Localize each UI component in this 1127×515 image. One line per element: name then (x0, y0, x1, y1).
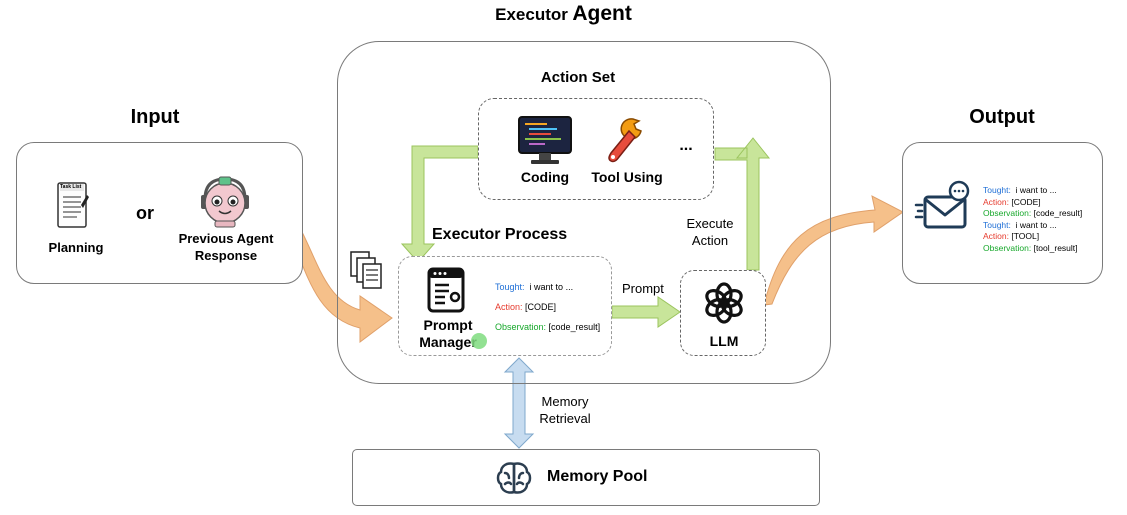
coding-label: Coding (520, 169, 570, 185)
output-line-1: Action: [CODE] (983, 197, 1082, 209)
output-header: Output (969, 106, 1035, 128)
execute-action-label: Execute Action (674, 215, 746, 249)
trace-observation-value: [code_result] (548, 322, 601, 332)
memory-retrieval-arrow (503, 357, 535, 449)
output-key-4: Action: (983, 231, 1009, 241)
output-key-5: Observation: (983, 242, 1032, 253)
openai-logo-icon (702, 281, 746, 325)
trace-action-row: Action: [CODE] (495, 297, 600, 317)
prompt-manager-label: Prompt Manager (409, 317, 487, 351)
brain-icon (495, 460, 533, 496)
trace-observation-key: Observation: (495, 322, 547, 332)
prompt-label: Prompt (622, 281, 664, 296)
more-actions-label: ... (679, 137, 693, 154)
output-key-2: Observation: (983, 208, 1032, 218)
process-trace: Tought: i want to ... Action: [CODE] Obs… (495, 277, 600, 337)
wrench-icon (603, 115, 647, 165)
output-line-3: Tought: i want to ... (983, 220, 1082, 232)
memory-line2: Retrieval (539, 411, 591, 426)
output-key-0: Tought: (983, 185, 1011, 195)
output-line-0: Tought: i want to ... (983, 185, 1082, 197)
execute-line1: Execute (686, 216, 734, 231)
memory-retrieval-label: Memory Retrieval (532, 393, 598, 427)
green-dot-marker (471, 333, 487, 349)
executor-process-header: Executor Process (432, 226, 568, 243)
previous-agent-label: Previous Agent Response (163, 230, 289, 264)
output-line-4: Action: [TOOL] (983, 231, 1082, 243)
output-value-3: i want to ... (1015, 219, 1057, 230)
title-main: Agent (572, 2, 632, 25)
prompt-manager-box: Prompt Manager Tought: i want to ... Act… (398, 256, 612, 356)
executor-agent-container (337, 41, 831, 384)
llm-label: LLM (709, 333, 739, 349)
task-list-caption: Task List (60, 184, 82, 190)
trace-tought-key: Tought: (495, 282, 525, 292)
output-box: Tought: i want to ... Action: [CODE] Obs… (902, 142, 1103, 284)
trace-action-key: Action: (495, 302, 523, 312)
prompt-manager-icon (427, 267, 465, 313)
prompt-manager-line2: Manager (419, 334, 477, 350)
llm-to-action-arrow (714, 137, 771, 271)
task-list-icon: Task List (57, 181, 89, 229)
trace-tought-row: Tought: i want to ... (495, 277, 600, 297)
llm-box: LLM (680, 270, 766, 356)
output-value-0: i want to ... (1015, 185, 1057, 195)
output-value-2: [code_result] (1033, 208, 1083, 218)
trace-action-value: [CODE] (525, 302, 557, 312)
output-value-4: [TOOL] (1011, 231, 1040, 241)
memory-pool-label: Memory Pool (547, 468, 648, 485)
output-trace: Tought: i want to ... Action: [CODE] Obs… (983, 185, 1082, 254)
title-prefix: Executor (495, 5, 568, 24)
coding-monitor-icon (517, 115, 573, 167)
mail-icon (914, 179, 975, 233)
output-value-5: [tool_result] (1033, 242, 1078, 253)
previous-agent-line2: Response (194, 248, 258, 263)
prompt-arrow (611, 296, 681, 328)
memory-line1: Memory (541, 394, 589, 409)
action-set-header: Action Set (540, 69, 616, 86)
planning-label: Planning (48, 240, 104, 255)
action-to-process-arrow (400, 145, 479, 263)
input-header: Input (130, 106, 180, 128)
documents-icon (349, 250, 383, 290)
or-label: or (136, 203, 154, 223)
tool-using-label: Tool Using (591, 169, 663, 185)
output-key-3: Tought: (983, 219, 1011, 230)
prompt-manager-line1: Prompt (423, 317, 473, 333)
trace-observation-row: Observation: [code_result] (495, 317, 600, 337)
output-line-2: Observation: [code_result] (983, 208, 1082, 220)
action-set-box: Coding Tool Using ... (478, 98, 714, 200)
previous-agent-line1: Previous Agent (178, 231, 274, 246)
output-value-1: [CODE] (1011, 196, 1041, 207)
output-line-5: Observation: [tool_result] (983, 243, 1082, 255)
memory-pool-box: Memory Pool (352, 449, 820, 506)
trace-tought-value: i want to ... (529, 282, 574, 292)
execute-line2: Action (691, 233, 729, 248)
output-key-1: Action: (983, 196, 1009, 207)
robot-agent-icon (197, 173, 253, 229)
diagram-title: Executor Agent (0, 2, 1127, 26)
input-box: Task List Planning or Previous Agent Res… (16, 142, 303, 284)
